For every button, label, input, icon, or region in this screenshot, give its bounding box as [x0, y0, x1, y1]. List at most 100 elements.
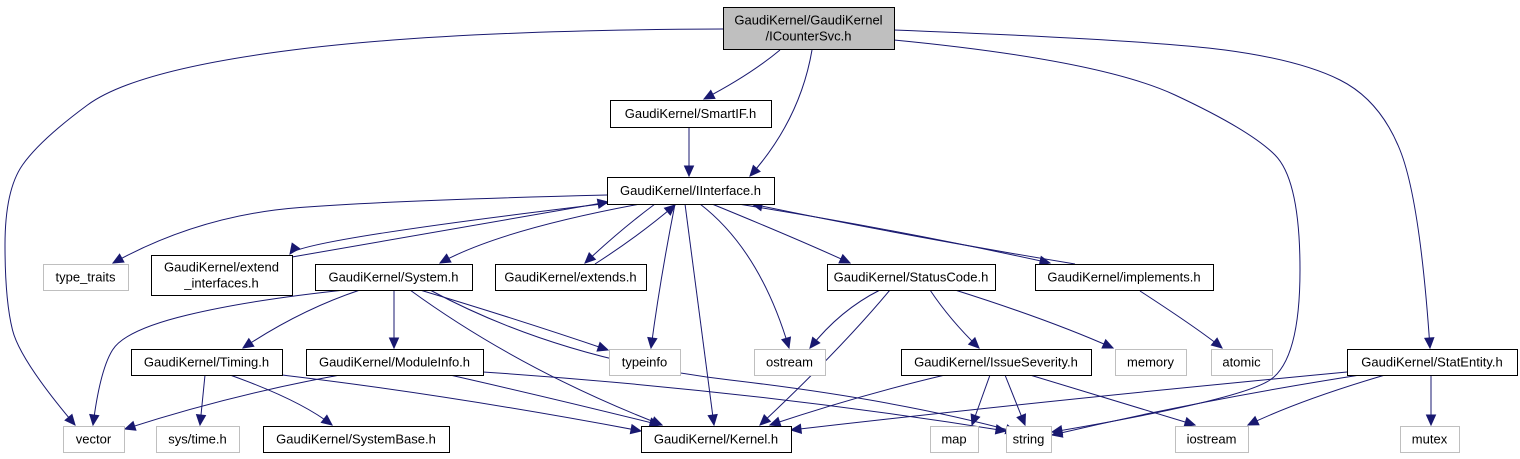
- node-box: [1006, 426, 1052, 453]
- node-issueseverity[interactable]: GaudiKernel/IssueSeverity.h: [901, 349, 1092, 376]
- node-systime: sys/time.h: [156, 426, 240, 453]
- node-box: [156, 426, 240, 453]
- edge-line: [1029, 374, 1196, 426]
- edge-Timing-to-Kernel: [281, 374, 643, 435]
- node-systembase[interactable]: GaudiKernel/SystemBase.h: [263, 426, 450, 453]
- node-box: [723, 7, 895, 50]
- node-moduleinfo[interactable]: GaudiKernel/ModuleInfo.h: [306, 349, 484, 376]
- arrowhead-icon: [596, 198, 610, 210]
- node-box: [1400, 426, 1460, 453]
- node-box: [495, 264, 647, 291]
- node-label: map: [941, 432, 966, 447]
- node-box: [263, 426, 450, 453]
- edge-implements-to-IInterface: [750, 200, 1076, 265]
- node-label: GaudiKernel/SystemBase.h: [276, 432, 436, 447]
- edge-IInterface-to-extend_interfaces: [289, 202, 611, 255]
- node-label: GaudiKernel/GaudiKernel: [734, 13, 882, 28]
- node-box: [131, 349, 283, 376]
- edge-IInterface-to-type_traits: [111, 194, 608, 264]
- edge-line: [759, 289, 891, 426]
- node-label: GaudiKernel/Kernel.h: [654, 432, 778, 447]
- nodes-layer: GaudiKernel/GaudiKernel/ICounterSvc.hGau…: [43, 7, 1518, 453]
- arrowhead-icon: [759, 413, 772, 426]
- edge-StatEntity-to-mutex: [1425, 375, 1437, 427]
- node-box: [827, 264, 996, 291]
- arrowhead-icon: [241, 337, 255, 349]
- arrowhead-icon: [111, 253, 125, 264]
- node-implements[interactable]: GaudiKernel/implements.h: [1035, 264, 1214, 291]
- node-mutex: mutex: [1400, 426, 1460, 453]
- node-timing[interactable]: GaudiKernel/Timing.h: [131, 349, 283, 376]
- node-box: [151, 255, 293, 296]
- edge-line: [594, 204, 676, 265]
- node-iinterface[interactable]: GaudiKernel/IInterface.h: [607, 177, 775, 205]
- arrowhead-icon: [1425, 414, 1437, 427]
- node-label: GaudiKernel/SmartIF.h: [625, 106, 757, 121]
- edge-line: [699, 203, 790, 349]
- node-atomic: atomic: [1211, 349, 1273, 376]
- node-label: sys/time.h: [168, 432, 227, 447]
- edge-line: [439, 203, 641, 264]
- arrowhead-icon: [1016, 413, 1026, 427]
- node-box: [754, 349, 826, 376]
- edge-System-to-vector: [89, 289, 346, 427]
- arrowhead-icon: [749, 164, 761, 177]
- node-box: [1347, 349, 1518, 376]
- edge-line: [711, 203, 851, 264]
- node-statentity[interactable]: GaudiKernel/StatEntity.h: [1347, 349, 1518, 376]
- arrowhead-icon: [789, 423, 803, 435]
- node-statuscode[interactable]: GaudiKernel/StatusCode.h: [827, 264, 996, 291]
- arrowhead-icon: [195, 414, 207, 427]
- edge-StatusCode-to-memory: [954, 289, 1115, 349]
- node-label: GaudiKernel/extend: [164, 260, 279, 275]
- node-box: [306, 349, 484, 376]
- arrowhead-icon: [1038, 255, 1052, 266]
- edge-IInterface-to-ostream: [699, 203, 792, 350]
- edge-line: [92, 289, 346, 426]
- edge-StatEntity-to-Kernel: [789, 371, 1348, 435]
- edge-SmartIF-to-IInterface: [683, 127, 695, 178]
- edge-IssueSeverity-to-Kernel: [768, 374, 946, 427]
- edge-line: [893, 39, 1301, 433]
- node-label: string: [1013, 432, 1045, 447]
- node-extends[interactable]: GaudiKernel/extends.h: [495, 264, 647, 291]
- node-label: GaudiKernel/implements.h: [1047, 270, 1200, 285]
- edge-line: [449, 374, 661, 426]
- edge-ModuleInfo-to-string: [482, 371, 1008, 435]
- edge-ICounterSvc-to-SmartIF: [702, 49, 781, 100]
- edge-IssueSeverity-to-string: [1004, 374, 1026, 427]
- edge-IInterface-to-System: [438, 203, 641, 264]
- edge-line: [731, 202, 1051, 264]
- node-extend-interfaces[interactable]: GaudiKernel/extend_interfaces.h: [151, 255, 293, 296]
- node-system[interactable]: GaudiKernel/System.h: [315, 264, 473, 291]
- node-label: _interfaces.h: [183, 276, 258, 291]
- arrowhead-icon: [629, 423, 643, 435]
- edge-line: [790, 371, 1348, 431]
- edge-line: [809, 289, 881, 349]
- edge-StatusCode-to-Kernel: [759, 289, 891, 426]
- node-smartif[interactable]: GaudiKernel/SmartIF.h: [610, 100, 772, 128]
- node-label: GaudiKernel/IssueSeverity.h: [914, 355, 1078, 370]
- edge-line: [650, 203, 676, 349]
- arrowhead-icon: [702, 89, 716, 100]
- edge-line: [703, 49, 781, 100]
- node-memory: memory: [1115, 349, 1187, 376]
- edge-ModuleInfo-to-vector: [123, 374, 341, 431]
- node-box: [610, 100, 772, 128]
- arrowhead-icon: [663, 204, 676, 216]
- arrowhead-icon: [1050, 427, 1064, 438]
- node-icountersvc[interactable]: GaudiKernel/GaudiKernel/ICounterSvc.h: [723, 7, 895, 50]
- arrowhead-icon: [838, 253, 852, 264]
- arrowhead-icon: [388, 337, 400, 350]
- edge-IssueSeverity-to-iostream: [1029, 374, 1197, 427]
- node-box: [930, 426, 979, 453]
- node-ostream: ostream: [754, 349, 826, 376]
- arrowhead-icon: [768, 416, 782, 427]
- edge-line: [1051, 374, 1361, 436]
- node-kernel[interactable]: GaudiKernel/Kernel.h: [641, 426, 792, 453]
- arrowhead-icon: [647, 336, 658, 350]
- arrowhead-icon: [320, 414, 333, 426]
- node-label: GaudiKernel/Timing.h: [144, 355, 269, 370]
- edge-IssueSeverity-to-map: [970, 374, 991, 427]
- edge-line: [751, 203, 1076, 265]
